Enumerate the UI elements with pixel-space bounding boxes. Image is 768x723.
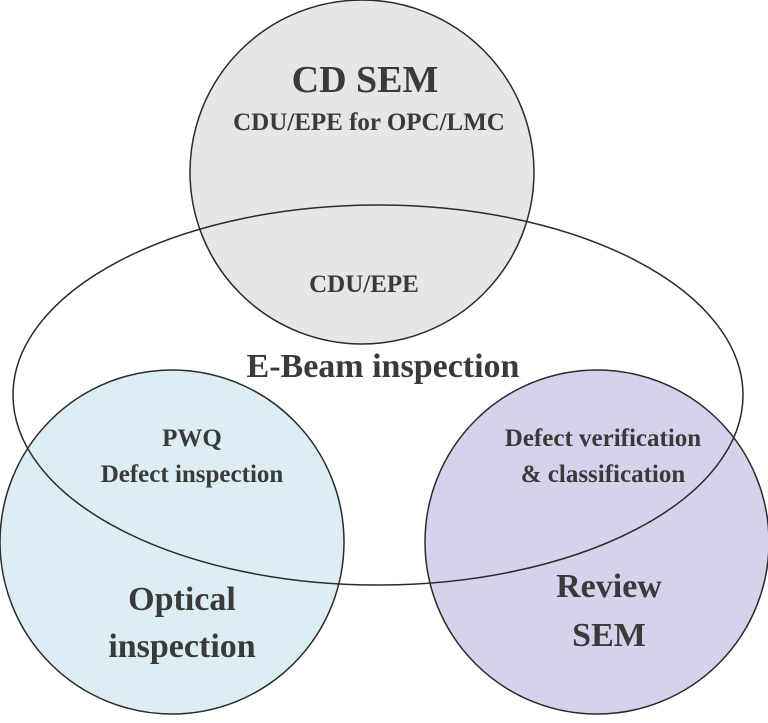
cd-sem-title: CD SEM	[292, 59, 439, 101]
cd-sem-circle	[189, 0, 535, 345]
ebeam-inspection-ellipse	[12, 204, 744, 586]
optical-inspection-line2: inspection	[108, 628, 255, 665]
review-sem-line1: Review	[556, 568, 662, 605]
ebeam-inspection-title: E-Beam inspection	[247, 348, 520, 385]
optical-inspection-circle	[0, 369, 345, 715]
review-ebeam-overlap-line2: & classification	[521, 461, 686, 488]
optical-inspection-line1: Optical	[128, 581, 236, 618]
review-sem-line2: SEM	[572, 617, 646, 654]
optical-ebeam-overlap-line2: Defect inspection	[101, 461, 284, 488]
cd-ebeam-overlap-label: CDU/EPE	[309, 271, 419, 298]
review-sem-circle	[424, 369, 768, 715]
review-ebeam-overlap-line1: Defect verification	[505, 425, 702, 452]
cd-sem-subtitle: CDU/EPE for OPC/LMC	[233, 109, 505, 136]
optical-ebeam-overlap-line1: PWQ	[162, 425, 222, 452]
